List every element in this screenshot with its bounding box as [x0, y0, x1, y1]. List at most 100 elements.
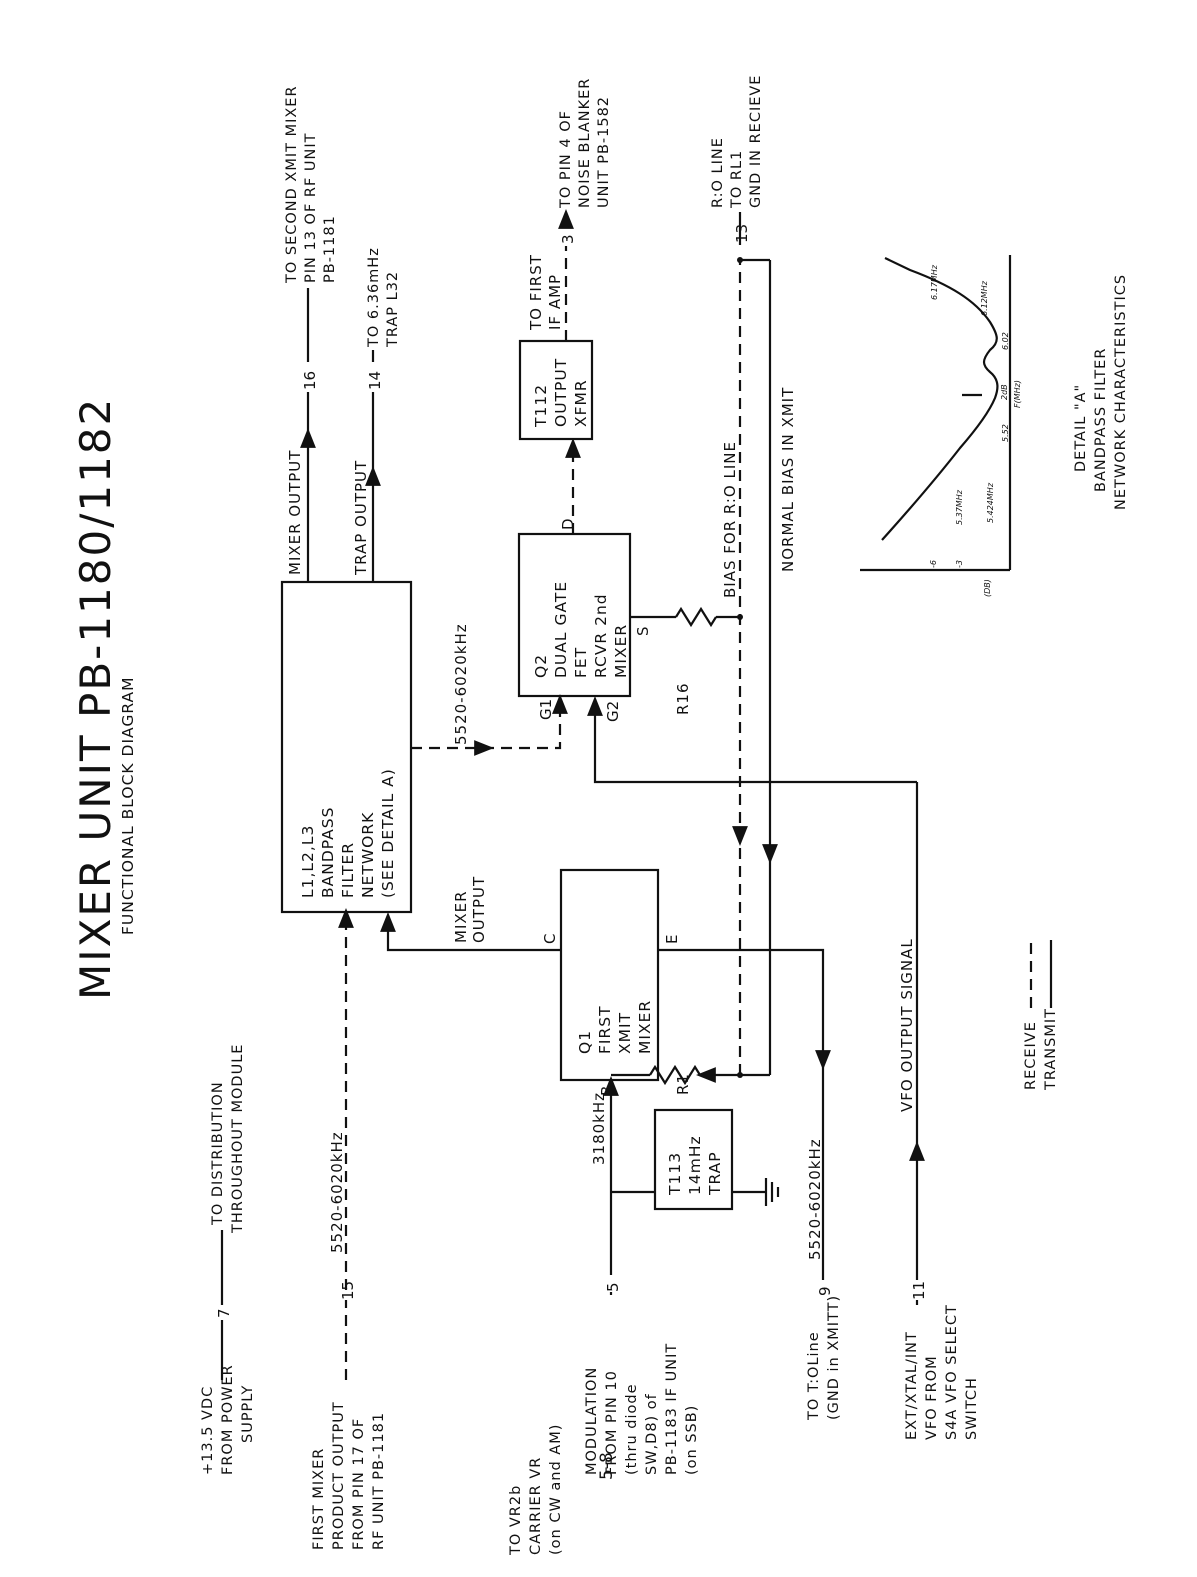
svg-text:TO 6.36mHz: TO 6.36mHz [366, 247, 382, 348]
svg-text:GND IN RECIEVE: GND IN RECIEVE [748, 75, 764, 208]
svg-text:TO FIRST: TO FIRST [527, 254, 545, 331]
power-destination-label: TO DISTRIBUTION THROUGHOUT MODULE [210, 1044, 246, 1234]
svg-text:(GND in XMITT): (GND in XMITT) [826, 1295, 842, 1420]
svg-text:(on SSB): (on SSB) [684, 1405, 700, 1475]
vfo-source-label: EXT/XTAL/INT VFO FROM S4A VFO SELECT SWI… [904, 1304, 980, 1440]
first-mixer-freq-label: 5520-6020kHz [328, 1131, 346, 1253]
q1-label: Q1 FIRST XMIT MIXER [576, 1000, 654, 1054]
svg-text:R:O LINE: R:O LINE [710, 137, 726, 208]
q1-block [559, 868, 660, 1082]
svg-text:SWITCH: SWITCH [964, 1377, 980, 1440]
svg-text:FROM PIN 10: FROM PIN 10 [604, 1370, 620, 1475]
svg-text:TO PIN 4 OF: TO PIN 4 OF [558, 110, 574, 209]
detail-x-unit: F(MHz) [1013, 380, 1022, 408]
pin13-destination: R:O LINE TO RL1 GND IN RECIEVE [710, 75, 764, 209]
svg-text:DUAL GATE: DUAL GATE [552, 581, 570, 678]
svg-text:PB-1183 IF UNIT: PB-1183 IF UNIT [664, 1343, 680, 1475]
page-number: 5-8 [597, 1452, 617, 1480]
svg-text:L1,L2,L3: L1,L2,L3 [299, 825, 317, 898]
t113-label: T113 14mHz TRAP [666, 1135, 724, 1196]
q2-block [517, 532, 632, 698]
t112-label: T112 OUTPUT XFMR [532, 358, 590, 428]
svg-text:TRAP L32: TRAP L32 [385, 271, 401, 348]
svg-text:+13.5 VDC: +13.5 VDC [200, 1386, 216, 1475]
first-if-label: TO FIRST IF AMP [527, 254, 564, 331]
svg-text:SUPPLY: SUPPLY [240, 1385, 256, 1443]
detail-response-curve [881, 257, 999, 541]
detail-title: DETAIL "A" BANDPASS FILTER NETWORK CHARA… [1073, 274, 1129, 510]
r1-label: R1 [674, 1073, 692, 1095]
svg-text:14mHz: 14mHz [686, 1135, 704, 1195]
vfo-to-g2-wire [587, 696, 917, 784]
svg-text:THROUGHOUT MODULE: THROUGHOUT MODULE [230, 1044, 246, 1234]
filter-block [280, 580, 413, 914]
detail-ytick-3: -3 [955, 560, 964, 568]
pin3-label: 3 [559, 234, 577, 244]
svg-text:PIN 13 OF RF UNIT: PIN 13 OF RF UNIT [303, 132, 319, 283]
page-subtitle: FUNCTIONAL BLOCK DIAGRAM [119, 677, 137, 935]
svg-text:MIXER: MIXER [636, 1000, 654, 1054]
detail-dip-label: 2dB [1000, 384, 1009, 400]
bias-ro-label: BIAS FOR R:O LINE [721, 441, 739, 598]
vr2b-label: TO VR2b CARRIER VR (on CW and AM) [508, 1424, 564, 1556]
detail-left-freq-2: 5.424MHz [986, 482, 995, 523]
svg-text:SW,D8) of: SW,D8) of [644, 1393, 660, 1475]
q2-d-terminal: D [559, 518, 577, 530]
svg-text:FIRST MIXER: FIRST MIXER [311, 1448, 327, 1550]
svg-text:(on CW and AM): (on CW and AM) [548, 1424, 564, 1555]
svg-text:FILTER: FILTER [339, 842, 357, 898]
pin5-label: 5 [604, 1282, 622, 1292]
power-source-label: +13.5 VDC FROM POWER SUPPLY [200, 1364, 256, 1475]
q1-c-terminal: C [541, 934, 559, 944]
q1-collector-wire [380, 912, 561, 952]
svg-text:VFO FROM: VFO FROM [924, 1355, 940, 1440]
first-mixer-source-label: FIRST MIXER PRODUCT OUTPUT FROM PIN 17 O… [311, 1401, 387, 1550]
t113-block [653, 1108, 734, 1211]
r16-label: R16 [674, 682, 692, 715]
svg-text:XFMR: XFMR [572, 379, 590, 427]
detail-right-freq-1: 6.17MHz [930, 264, 939, 300]
svg-text:PRODUCT OUTPUT: PRODUCT OUTPUT [331, 1401, 347, 1550]
legend-receive-label: RECEIVE [1023, 1021, 1039, 1090]
svg-text:MIXER: MIXER [612, 624, 630, 678]
svg-text:DETAIL "A": DETAIL "A" [1073, 384, 1089, 472]
q2-g1-terminal: G1 [537, 699, 555, 720]
svg-text:RCVR 2nd: RCVR 2nd [592, 593, 610, 678]
svg-text:TO SECOND XMIT MIXER: TO SECOND XMIT MIXER [284, 85, 300, 284]
svg-text:RF UNIT PB-1181: RF UNIT PB-1181 [371, 1412, 387, 1550]
filter-label: L1,L2,L3 BANDPASS FILTER NETWORK (SEE DE… [299, 768, 397, 898]
svg-text:MIXER: MIXER [452, 890, 470, 943]
svg-text:EXT/XTAL/INT: EXT/XTAL/INT [904, 1331, 920, 1440]
svg-text:FIRST: FIRST [596, 1005, 614, 1054]
svg-text:TRAP: TRAP [706, 1151, 724, 1196]
trap-output-label: TRAP OUTPUT [352, 460, 370, 576]
page-title: MIXER UNIT PB-1180/1182 [71, 397, 120, 1000]
filter-out-freq-label: 5520-6020kHz [452, 623, 470, 745]
normal-bias-label: NORMAL BIAS IN XMIT [779, 387, 797, 572]
filter-to-g1-wire [411, 694, 568, 750]
detail-xtick-602: 6.02 [1001, 332, 1010, 350]
q1-e-terminal: E [663, 935, 681, 944]
toline-freq-label: 5520-6020kHz [806, 1138, 824, 1260]
svg-text:XMIT: XMIT [616, 1012, 634, 1054]
legend: RECEIVE TRANSMIT [1023, 1008, 1059, 1091]
pin9-label: 9 [816, 1286, 834, 1296]
svg-text:FROM PIN 17 OF: FROM PIN 17 OF [351, 1418, 367, 1550]
svg-text:(SEE DETAIL A): (SEE DETAIL A) [379, 768, 397, 898]
mixer-output-label: MIXER OUTPUT [286, 450, 304, 575]
svg-text:S4A VFO SELECT: S4A VFO SELECT [944, 1304, 960, 1440]
q1-emitter-wire [658, 948, 825, 1060]
svg-text:PB-1181: PB-1181 [322, 215, 338, 283]
svg-text:Q2: Q2 [532, 654, 550, 678]
svg-text:BANDPASS FILTER: BANDPASS FILTER [1093, 348, 1109, 492]
detail-right-freq-2: 6.12MHz [980, 280, 989, 316]
svg-text:NETWORK CHARACTERISTICS: NETWORK CHARACTERISTICS [1113, 274, 1129, 510]
svg-text:TO T:OLine: TO T:OLine [806, 1331, 822, 1421]
pin14-label: 14 [366, 371, 384, 390]
svg-text:MODULATION: MODULATION [584, 1367, 600, 1475]
pin13-label: 13 [733, 224, 751, 243]
ground-icon [764, 1178, 780, 1206]
svg-text:T113: T113 [666, 1152, 684, 1196]
q1-mixer-output-label: MIXER OUTPUT [452, 876, 488, 943]
pin3-destination: TO PIN 4 OF NOISE BLANKER UNIT PB-1582 [558, 78, 612, 209]
